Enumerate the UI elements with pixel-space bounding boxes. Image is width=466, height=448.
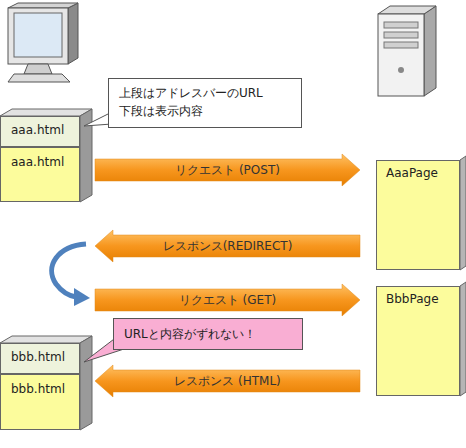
node-text: AaaPage [386,166,459,180]
server-page-box: BbbPage [376,286,460,396]
server-icon [378,6,436,96]
block-arrow [95,230,360,262]
box-side [0,109,466,430]
arrow-label: リクエスト (POST) [175,162,280,179]
node-text: bbb.html [11,382,79,396]
redirect-curve [52,244,90,306]
arrow-label: レスポンス (HTML) [174,373,281,390]
server-page-box: AaaPage [376,160,460,270]
block-arrow [95,365,360,397]
content-box: aaa.html [0,147,80,202]
arrow-label: リクエスト (GET) [179,292,276,309]
address-bar-box: bbb.html [0,343,80,374]
address-bar-box: aaa.html [0,116,80,147]
callout-box: 上段はアドレスバーのURL 下段は表示内容 [108,78,302,128]
monitor-icon [8,3,78,82]
node-text: aaa.html [11,155,79,169]
block-arrow [95,154,360,186]
node-text: BbbPage [386,292,459,306]
content-box: bbb.html [0,374,80,430]
arrow-label: レスポンス(REDIRECT) [163,238,293,255]
callout-box: URLと内容がずれない！ [113,318,303,350]
node-text: aaa.html [11,123,79,137]
node-text: URLと内容がずれない！ [124,326,296,343]
node-text: 上段はアドレスバーのURL 下段は表示内容 [119,84,295,120]
block-arrow [95,284,360,316]
node-text: bbb.html [11,350,79,364]
